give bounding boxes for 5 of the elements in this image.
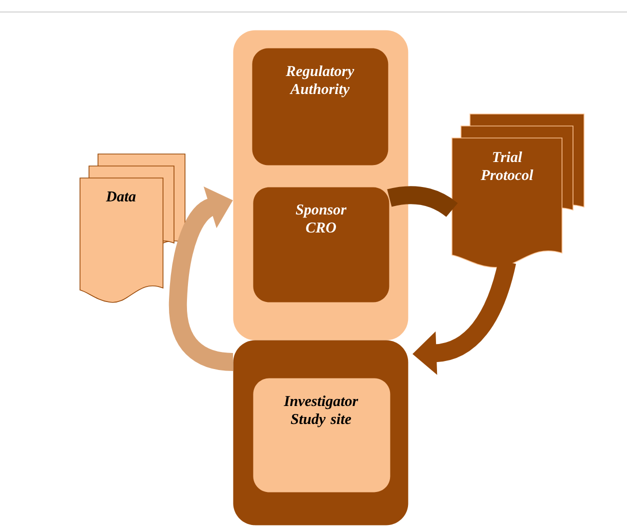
document-stack: Trial Protocol (452, 114, 584, 268)
document-stack: Data (80, 154, 186, 303)
rounded-box: Regulatory Authority (252, 48, 388, 166)
rounded-box: Investigator Study site (253, 378, 390, 492)
rounded-box: Sponsor CRO (253, 187, 390, 302)
